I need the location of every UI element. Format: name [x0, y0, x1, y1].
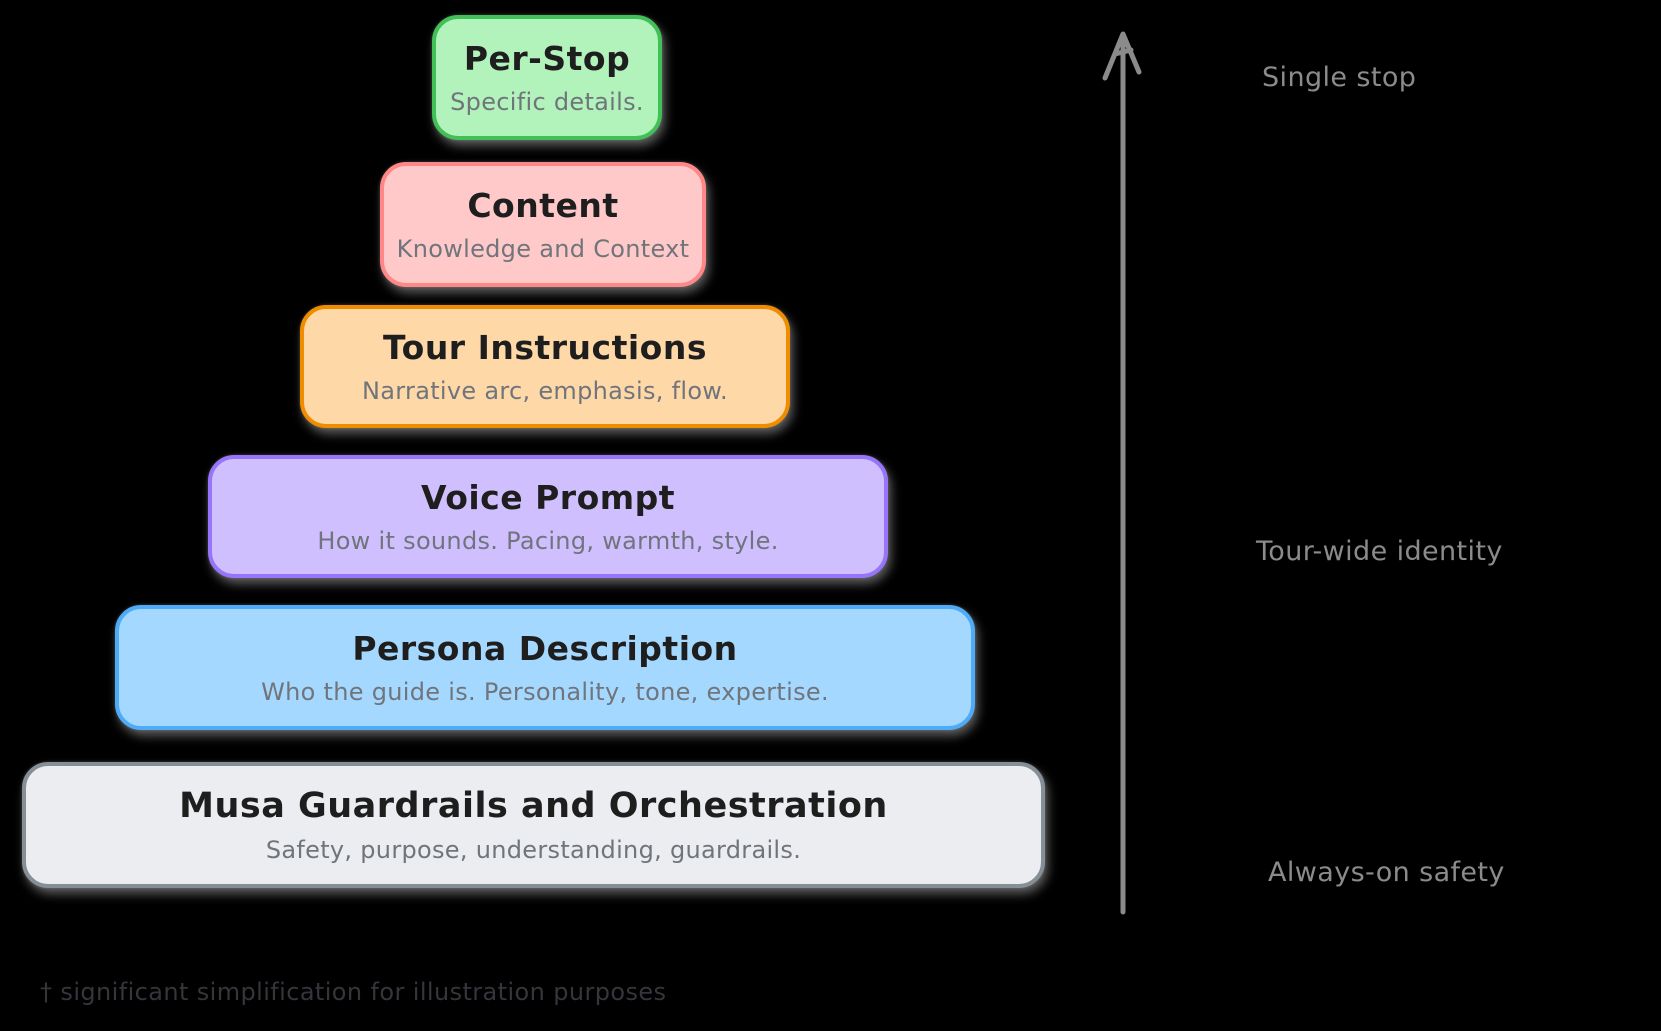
level-subtitle: Specific details.: [450, 88, 644, 116]
level-subtitle: Knowledge and Context: [396, 235, 690, 263]
axis-label-single-stop: Single stop: [1262, 62, 1417, 93]
level-subtitle: Who the guide is. Personality, tone, exp…: [261, 678, 829, 706]
level-title: Persona Description: [352, 629, 738, 668]
level-title: Per-Stop: [463, 39, 631, 78]
footnote: † significant simplification for illustr…: [40, 978, 667, 1006]
axis-label-always-on: Always-on safety: [1268, 857, 1505, 888]
pyramid-level-musa-guardrails: Musa Guardrails and Orchestration Safety…: [22, 762, 1045, 888]
pyramid-level-per-stop: Per-Stop Specific details.: [432, 15, 662, 140]
axis-label-tour-wide: Tour-wide identity: [1256, 536, 1503, 567]
level-subtitle: How it sounds. Pacing, warmth, style.: [317, 527, 779, 555]
level-title: Musa Guardrails and Orchestration: [179, 786, 888, 826]
level-subtitle: Safety, purpose, understanding, guardrai…: [265, 836, 802, 864]
pyramid-level-persona-description: Persona Description Who the guide is. Pe…: [115, 605, 975, 730]
pyramid-level-voice-prompt: Voice Prompt How it sounds. Pacing, warm…: [208, 455, 888, 578]
up-arrow-icon: [1102, 31, 1142, 915]
level-title: Voice Prompt: [420, 478, 676, 517]
level-title: Content: [467, 186, 619, 225]
level-title: Tour Instructions: [383, 328, 707, 367]
level-subtitle: Narrative arc, emphasis, flow.: [362, 377, 728, 405]
pyramid-level-content: Content Knowledge and Context: [380, 162, 706, 287]
pyramid-level-tour-instructions: Tour Instructions Narrative arc, emphasi…: [300, 305, 790, 428]
